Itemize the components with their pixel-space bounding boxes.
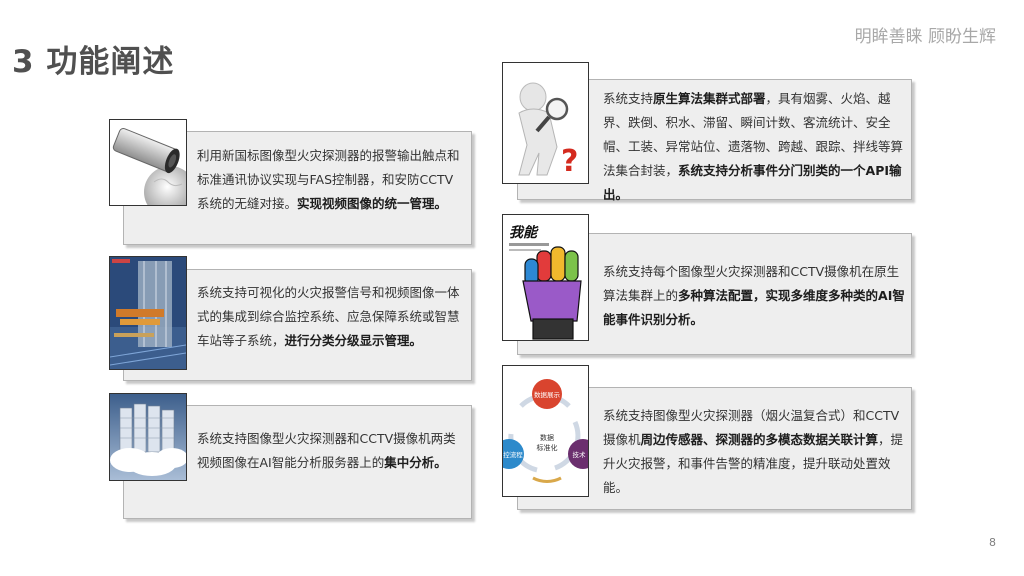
- cctv-camera-image: [109, 119, 187, 206]
- page-title: 3 功能阐述: [12, 44, 175, 80]
- cycle-center-line2: 标准化: [537, 443, 558, 452]
- card-text-bold: 集中分析。: [384, 455, 447, 470]
- card-text-run: ，具有烟雾、火焰、越界、跌倒、积水、滞留、瞬间计数、客流统计、安全帽、工装、异常…: [603, 91, 904, 178]
- card-text: 利用新国标图像型火灾探测器的报警输出触点和标准通讯协议实现与FAS控制器，和安防…: [197, 144, 465, 216]
- svg-text:?: ?: [561, 144, 578, 179]
- card-text-bold: 周边传感器、探测器的多模态数据关联计算: [640, 432, 879, 447]
- card-text-run: 系统支持图像型火灾探测器（烟火温复合式）和CCTV摄像机: [603, 408, 900, 447]
- card-text: 系统支持原生算法集群式部署，具有烟雾、火焰、越界、跌倒、积水、滞留、瞬间计数、客…: [603, 87, 905, 207]
- card-text-bold: 实现视频图像的统一管理。: [297, 196, 448, 211]
- cycle-node-left: 控流程: [503, 450, 523, 459]
- fist-caption: 我能: [509, 224, 539, 241]
- painted-fist-image: 我能: [502, 214, 589, 341]
- card-text: 系统支持图像型火灾探测器（烟火温复合式）和CCTV摄像机周边传感器、探测器的多模…: [603, 404, 905, 500]
- cycle-node-top: 数据展示: [534, 390, 561, 399]
- card-text-bold: 多种算法配置，实现多维度多种类的AI智能事件识别分析。: [603, 288, 905, 327]
- data-cycle-diagram-image: 数据展示 技术 控流程 数据 标准化: [502, 365, 589, 497]
- cycle-node-right: 技术: [573, 450, 587, 459]
- card-text-bold: 原生算法集群式部署: [653, 91, 766, 106]
- slogan: 明眸善睐 顾盼生辉: [854, 27, 996, 47]
- card-text-run: 系统支持每个图像型火灾探测器和CCTV摄像机在原生算法集群上的: [603, 264, 900, 303]
- card-text: 系统支持每个图像型火灾探测器和CCTV摄像机在原生算法集群上的多种算法配置，实现…: [603, 260, 905, 332]
- page-number: 8: [989, 536, 996, 549]
- magnifier-figure-image: ?: [502, 62, 589, 184]
- server-cloud-image: [109, 393, 187, 481]
- card-text-run: ，提升火灾报警，和事件告警的精准度，提升联动处置效能。: [603, 432, 904, 495]
- card-text-run: 系统支持可视化的火灾报警信号和视频图像一体式的集成到综合监控系统、应急保障系统或…: [197, 285, 460, 348]
- card-text-bold: 系统支持分析事件分门别类的一个API输出。: [603, 163, 902, 202]
- card-text-bold: 进行分类分级显示管理。: [284, 333, 423, 348]
- card-text: 系统支持可视化的火灾报警信号和视频图像一体式的集成到综合监控系统、应急保障系统或…: [197, 281, 465, 353]
- cycle-center-line1: 数据: [540, 433, 554, 442]
- card-text-run: 系统支持: [603, 91, 654, 106]
- card-text-run: 系统支持图像型火灾探测器和CCTV摄像机两类视频图像在AI智能分析服务器上的: [197, 431, 456, 470]
- card-text: 系统支持图像型火灾探测器和CCTV摄像机两类视频图像在AI智能分析服务器上的集中…: [197, 427, 465, 475]
- card-text-run: 利用新国标图像型火灾探测器的报警输出触点和标准通讯协议实现与FAS控制器，和安防…: [197, 148, 460, 211]
- building-3d-model-image: [109, 256, 187, 370]
